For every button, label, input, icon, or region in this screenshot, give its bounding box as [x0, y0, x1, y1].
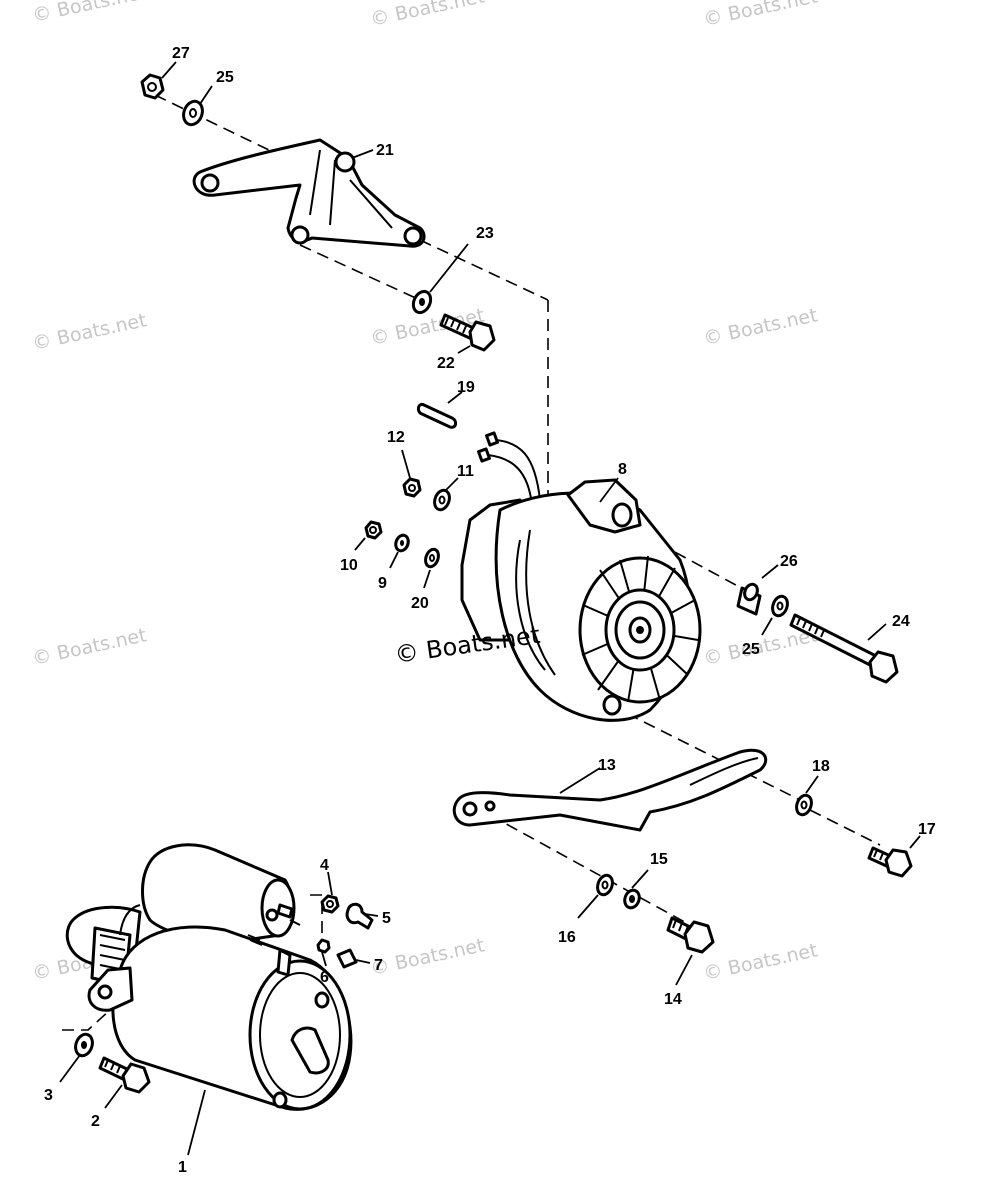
adjusting-bracket-13	[452, 748, 768, 832]
square-nut-7	[336, 948, 358, 969]
watermark: © Boats.net	[368, 0, 486, 31]
assembly-line	[489, 814, 691, 926]
watermark: © Boats.net	[701, 0, 819, 31]
part-label-22: 22	[437, 355, 455, 372]
washer-18	[795, 793, 813, 817]
part-label-16: 16	[558, 929, 576, 946]
assembly-line	[609, 704, 801, 801]
wing-nut-5	[345, 902, 374, 930]
nut-10	[364, 520, 383, 540]
part-label-21: 21	[376, 142, 394, 159]
part-label-19: 19	[457, 379, 475, 396]
part-label-2: 2	[91, 1113, 100, 1130]
washer-25-top	[182, 99, 204, 127]
lock-washer-23	[411, 289, 433, 315]
nut-6	[316, 938, 331, 954]
nut-12	[402, 477, 422, 498]
washer-3	[74, 1032, 94, 1058]
washer-25-mid	[771, 594, 789, 618]
watermark: © Boats.net	[701, 939, 819, 985]
assembly-line	[310, 894, 323, 945]
watermark: © Boats.net	[368, 934, 486, 980]
part-label-25: 25	[216, 69, 234, 86]
washer-20	[424, 547, 440, 569]
part-label-12: 12	[387, 429, 405, 446]
part-label-7: 7	[374, 957, 383, 974]
part-label-18: 18	[812, 758, 830, 775]
leader-lines	[59, 61, 921, 1156]
part-number-labels: 27 25 21 23 22 19 12 11 8 10 9 20 26 25 …	[44, 45, 936, 1176]
part-label-25: 25	[742, 641, 760, 658]
watermark: © Boats.net	[30, 0, 148, 27]
part-label-8: 8	[618, 461, 627, 478]
watermark-layer: © Boats.net © Boats.net © Boats.net © Bo…	[30, 0, 819, 985]
assembly-line	[809, 809, 881, 846]
nut-4	[320, 894, 340, 914]
part-label-17: 17	[918, 821, 936, 838]
assembly-line	[62, 1009, 111, 1031]
part-label-24: 24	[892, 613, 910, 630]
starter-motor-1	[65, 843, 353, 1111]
part-label-15: 15	[650, 851, 668, 868]
part-label-14: 14	[664, 991, 682, 1008]
watermark: © Boats.net	[30, 309, 148, 355]
part-label-1: 1	[178, 1159, 187, 1176]
part-label-3: 3	[44, 1087, 53, 1104]
washer-11	[433, 488, 451, 512]
alternator-8	[460, 431, 702, 722]
watermark: © Boats.net	[30, 624, 148, 670]
spacer-26	[736, 582, 762, 616]
watermark: © Boats.net	[701, 304, 819, 350]
bolt-14	[666, 916, 715, 954]
pin-19	[416, 402, 458, 429]
nut-27	[140, 73, 165, 100]
washer-16	[596, 873, 614, 897]
lock-washer-9	[394, 533, 410, 553]
part-label-6: 6	[320, 969, 329, 986]
part-label-26: 26	[780, 553, 798, 570]
part-label-9: 9	[378, 575, 387, 592]
part-label-10: 10	[340, 557, 358, 574]
part-label-13: 13	[598, 757, 616, 774]
bolt-24	[789, 613, 899, 684]
bolt-17	[867, 846, 913, 878]
part-label-4: 4	[320, 857, 329, 874]
part-label-27: 27	[172, 45, 190, 62]
part-label-11: 11	[457, 463, 474, 480]
part-label-5: 5	[382, 910, 391, 927]
bolt-22	[439, 313, 496, 352]
mounting-bracket-21	[192, 138, 426, 248]
part-label-20: 20	[411, 595, 429, 612]
lock-washer-15	[623, 888, 641, 910]
bolt-2	[98, 1056, 151, 1094]
part-label-23: 23	[476, 225, 494, 242]
assembly-line	[419, 239, 549, 301]
assembly-line	[299, 244, 421, 301]
